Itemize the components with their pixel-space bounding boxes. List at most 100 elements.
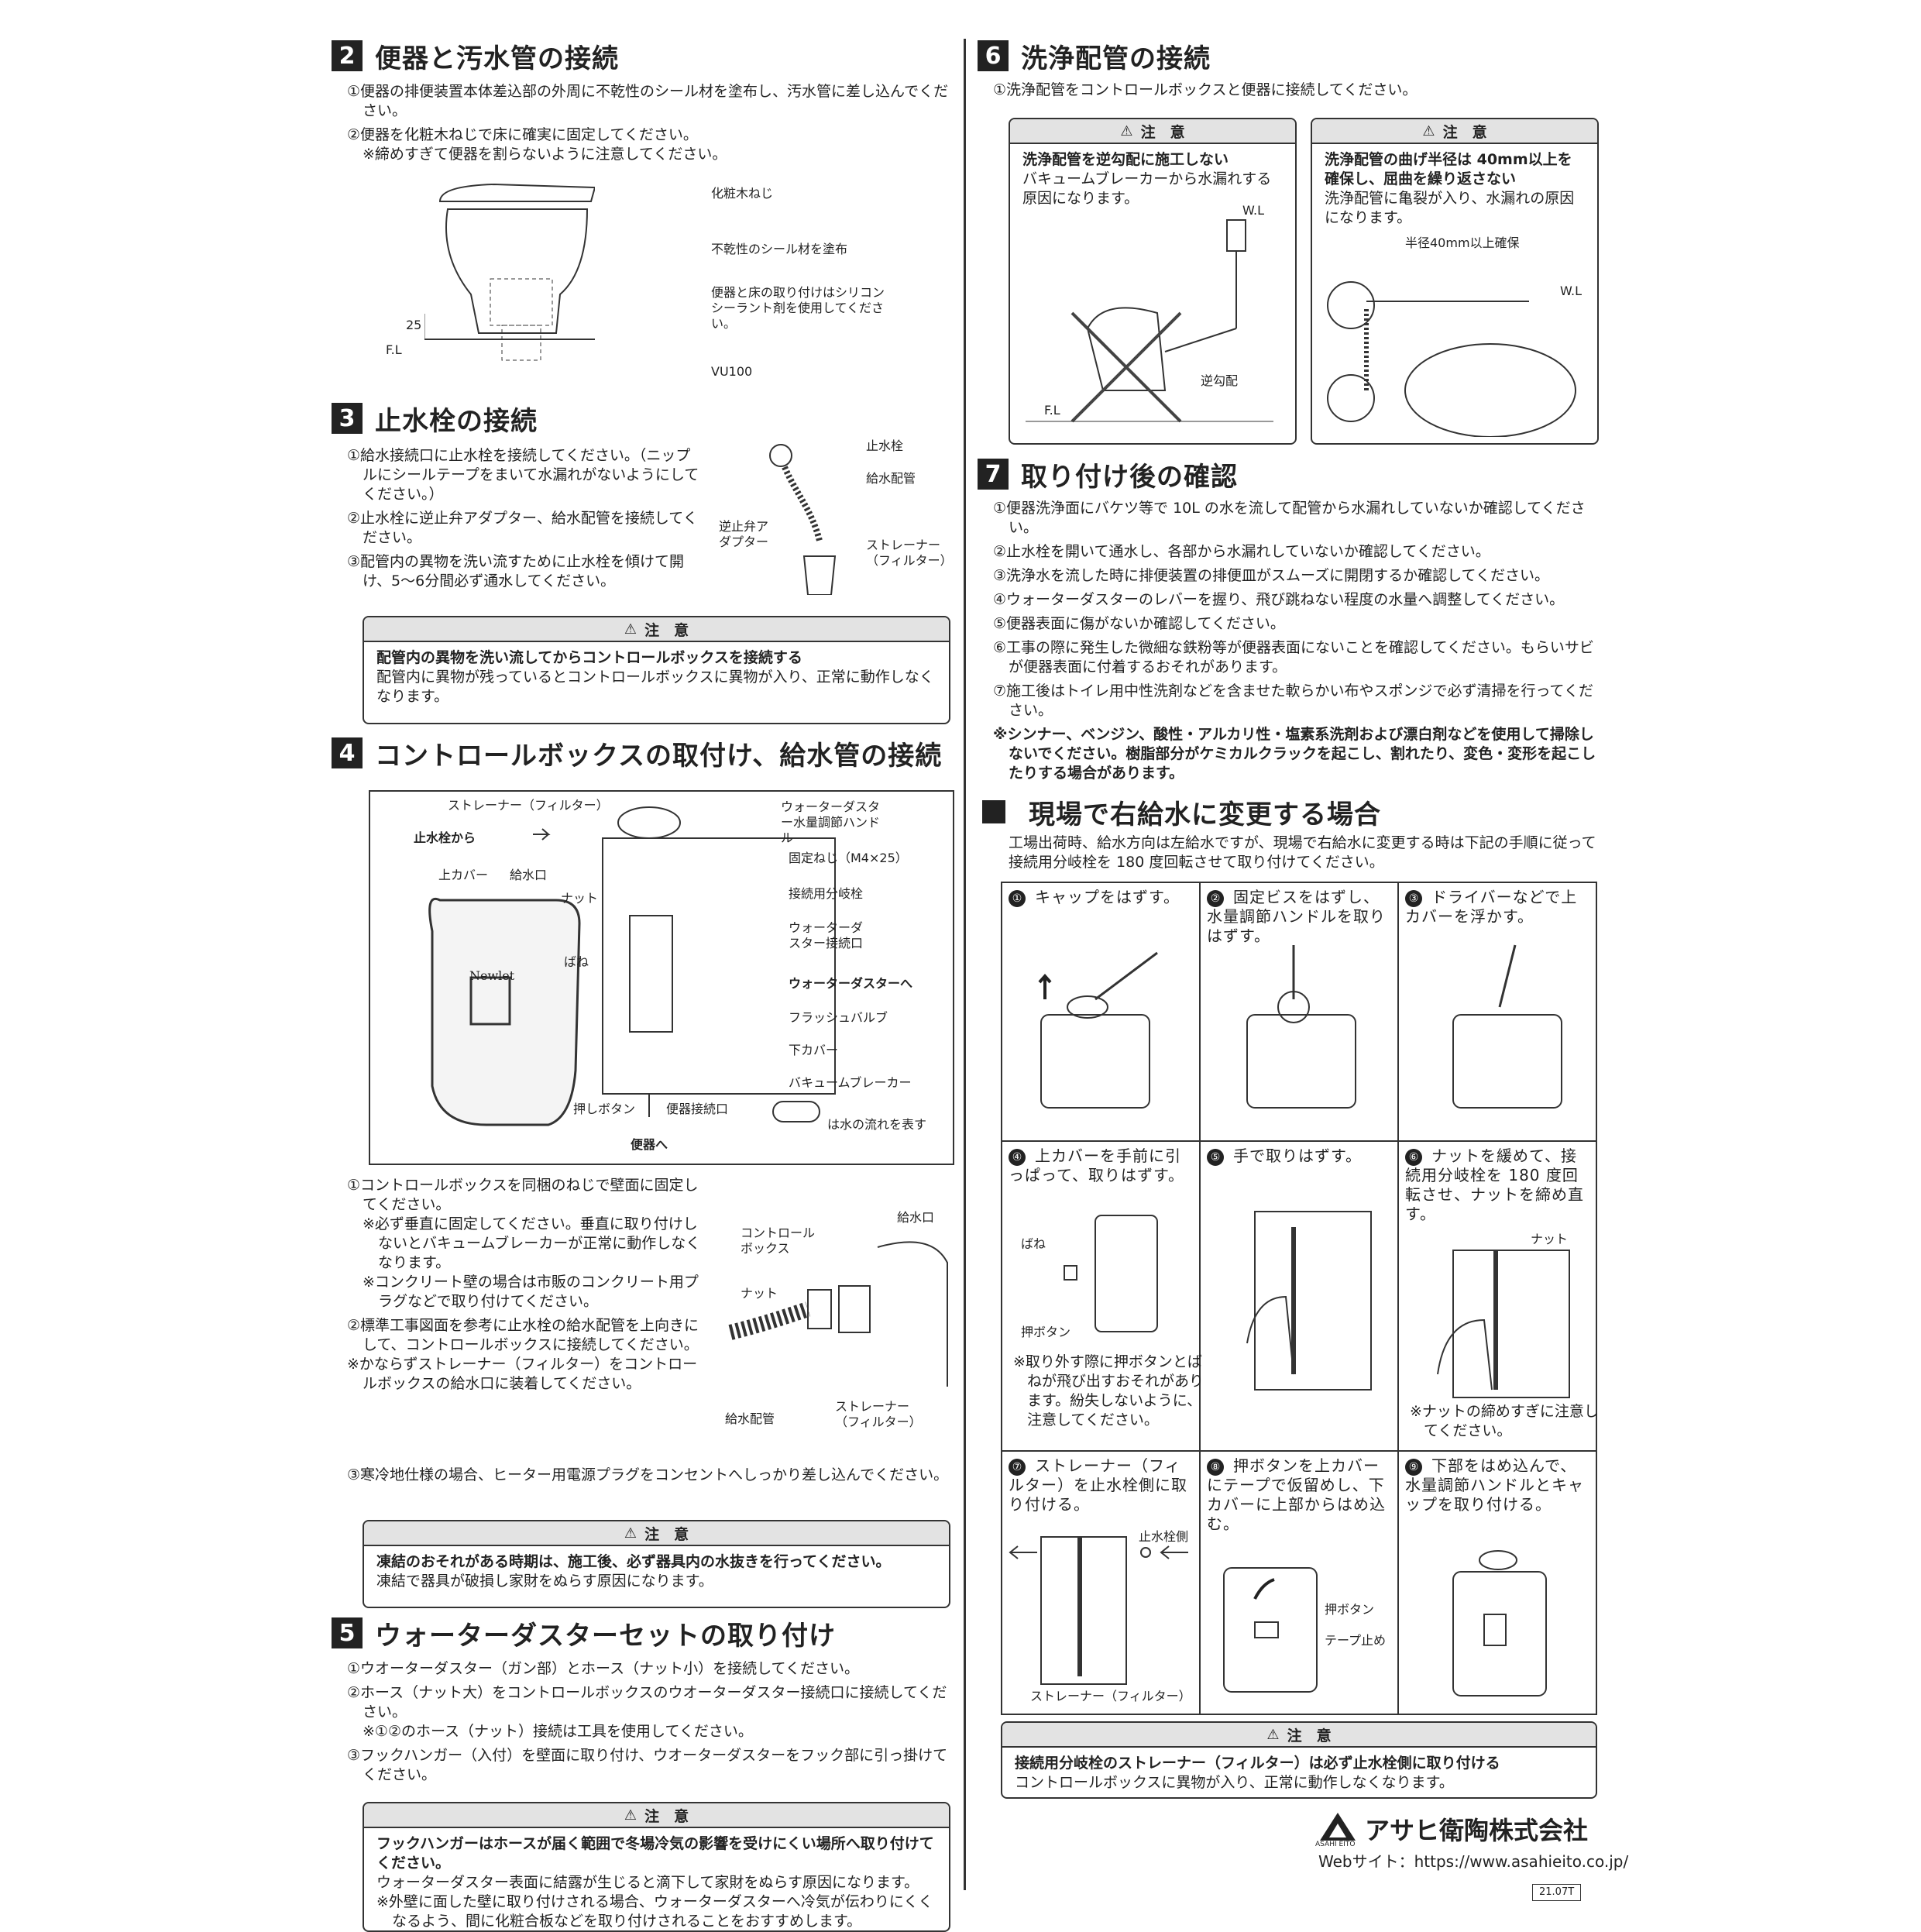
- caution-text: コントロールボックスに異物が入り、正常に動作しなくなります。: [1015, 1774, 1454, 1791]
- label-strainer: ストレーナー（フィルター）: [448, 798, 609, 813]
- step-text: ③フックハンガー（入付）を壁面に取り付け、ウオーターダスターをフック部に引っ掛け…: [347, 1747, 948, 1783]
- section-title: 洗浄配管の接続: [1021, 43, 1211, 74]
- label-duster-handle: ウォーターダスター水量調節ハンドル: [781, 799, 881, 845]
- section-bullet: [982, 800, 1005, 823]
- caution-bold: フックハンガーはホースが届く範囲で冬場冷気の影響を受けにくい場所へ取り付けてくだ…: [376, 1835, 934, 1872]
- warning-icon: ⚠: [624, 1807, 637, 1824]
- intro-text: 工場出荷時、給水方向は左給水ですが、現場で右給水に変更する時は下記の手順に従って…: [1009, 834, 1596, 871]
- caution-bold: 洗浄配管の曲げ半径は 40mm以上を確保し、屈曲を繰り返さない: [1325, 151, 1572, 187]
- logo-subtext: ASAHI EITO: [1315, 1841, 1356, 1848]
- warning-icon: ⚠: [1266, 1726, 1280, 1743]
- caution-text: 洗浄配管に亀裂が入り、水漏れの原因になります。: [1325, 190, 1575, 226]
- warning-icon: ⚠: [624, 621, 637, 638]
- section-title: 現場で右給水に変更する場合: [1029, 799, 1381, 830]
- section-number: 5: [332, 1617, 363, 1648]
- label-tape: テープ止め: [1325, 1633, 1387, 1648]
- caution-text: ウォーターダスター表面に結露が生じると滴下して家財をぬらす原因になります。: [376, 1874, 919, 1891]
- label-adapter: 逆止弁アダプター: [719, 519, 769, 549]
- step-text: ③配管内の異物を洗い流すために止水栓を傾けて開け、5～6分間必ず通水してください…: [347, 553, 685, 590]
- caution-text: 凍結で器具が破損し家財をぬらす原因になります。: [376, 1573, 713, 1590]
- step-text: ⑥工事の際に発生した微細な鉄粉等が便器表面にないことを確認してください。もらいサ…: [993, 639, 1594, 676]
- step-text: ①ウオーターダスター（ガン部）とホース（ナット小）を接続してください。: [347, 1660, 859, 1677]
- step-text: ②標準工事図面を参考に止水栓の給水配管を上向きにして、コントロールボックスに接続…: [347, 1317, 699, 1353]
- valve-diagram: [769, 444, 837, 595]
- section-title: ウォーターダスターセットの取り付け: [375, 1620, 836, 1652]
- step-text: ③洗浄水を流した時に排便装置の排便皿がスムーズに開閉するか確認してください。: [993, 567, 1549, 584]
- caution-text: バキュームブレーカーから水漏れする原因になります。: [1022, 170, 1272, 207]
- step-text: ②ホース（ナット大）をコントロールボックスのウオーターダスター接続口に接続してく…: [347, 1684, 947, 1721]
- section-title: コントロールボックスの取付け、給水管の接続: [375, 740, 943, 772]
- section-5: 5 ウォーターダスターセットの取り付け ①ウオーターダスター（ガン部）とホース（…: [332, 1616, 951, 1785]
- caution-note: ※外壁に面した壁に取り付けされる場合、ウォーターダスターへ冷気が伝わりにくくなる…: [376, 1893, 933, 1930]
- section-6: 6 洗浄配管の接続 ①洗浄配管をコントロールボックスと便器に接続してください。: [978, 39, 1603, 100]
- step-text: ①便器の排便装置本体差込部の外周に不乾性のシール材を塗布し、汚水管に差し込んでく…: [347, 83, 949, 119]
- caution-bold: 接続用分岐栓のストレーナー（フィルター）は必ず止水栓側に取り付ける: [1015, 1755, 1500, 1772]
- label-flow-legend: は水の流れを表す: [827, 1117, 927, 1132]
- label-fix-screw: 固定ねじ（M4×25）: [789, 851, 908, 865]
- label-breaker: バキュームブレーカー: [789, 1075, 912, 1090]
- step-text: ①洗浄配管をコントロールボックスと便器に接続してください。: [993, 81, 1418, 98]
- note-text: ※①②のホース（ナット）接続は工具を使用してください。: [363, 1723, 753, 1740]
- caution-bold: 洗浄配管を逆勾配に施工しない: [1022, 151, 1229, 168]
- step-text: ③寒冷地仕様の場合、ヒーター用電源プラグをコンセントへしっかり差し込んでください…: [347, 1466, 949, 1483]
- caution-text: 配管内に異物が残っているとコントロールボックスに異物が入り、正常に動作しなくなり…: [376, 669, 934, 705]
- label-push-button: 押ボタン: [1021, 1325, 1071, 1339]
- brand-logo: Newlet: [469, 968, 515, 983]
- label-strainer: ストレーナー（フィルター）: [835, 1399, 922, 1429]
- caution-bold: 凍結のおそれがある時期は、施工後、必ず器具内の水抜きを行ってください。: [376, 1553, 891, 1570]
- section-title: 取り付け後の確認: [1021, 461, 1238, 493]
- label-floor-line: F.L: [386, 342, 402, 357]
- label-duster-port: ウォーターダスター接続口: [789, 920, 864, 951]
- label-nut: ナット: [741, 1286, 778, 1301]
- label-valve-side: 止水栓側: [1139, 1529, 1189, 1544]
- label-pipe: VU100: [711, 364, 753, 379]
- label-dimension: 25: [406, 318, 422, 332]
- label-spring: ばね: [564, 954, 589, 969]
- label-strainer: ストレーナー（フィルター）: [1030, 1689, 1191, 1703]
- caution-box-s6-slope: ⚠注 意 洗浄配管を逆勾配に施工しない バキュームブレーカーから水漏れする原因に…: [1009, 118, 1297, 445]
- label-push-button: 押しボタン: [573, 1102, 636, 1116]
- label-slope: 逆勾配: [1201, 373, 1239, 388]
- label-to-duster: ウォーターダスターへ: [789, 976, 913, 991]
- label-push-button: 押ボタン: [1325, 1602, 1375, 1617]
- caution-box-s3: ⚠注 意 配管内の異物を洗い流してからコントロールボックスを接続する 配管内に異…: [363, 616, 950, 724]
- label-inlet: 給水口: [897, 1210, 935, 1225]
- section-4-steps: ①コントロールボックスを同梱のねじで壁面に固定してください。 ※必ず垂直に固定し…: [332, 1171, 703, 1394]
- section-number: 6: [978, 40, 1009, 71]
- inlet-connection-diagram: [728, 1241, 948, 1387]
- company-name: アサヒ衛陶株式会社: [1365, 1816, 1589, 1845]
- caution-box-right-feed: ⚠注 意 接続用分岐栓のストレーナー（フィルター）は必ず止水栓側に取り付ける コ…: [1001, 1721, 1597, 1799]
- note-text: ※締めすぎて便器を割らないように注意してください。: [363, 146, 727, 163]
- label-pipe: 給水配管: [866, 471, 916, 486]
- warning-icon: ⚠: [624, 1525, 637, 1542]
- label-spring: ばね: [1021, 1236, 1046, 1251]
- step-text: ②止水栓を開いて通水し、各部から水漏れしていないか確認してください。: [993, 543, 1490, 560]
- step-text: ②便器を化粧木ねじで床に確実に固定してください。: [347, 126, 698, 143]
- website-link[interactable]: Webサイト：https://www.asahieito.co.jp/: [1318, 1852, 1629, 1871]
- label-fl: F.L: [1044, 403, 1060, 418]
- label-wl: W.L: [1242, 203, 1264, 218]
- note-text: ※かならずストレーナー（フィルター）をコントロールボックスの給水口に装着してくだ…: [347, 1356, 698, 1392]
- label-inlet: 給水口: [510, 868, 548, 882]
- label-top-cover: 上カバー: [438, 868, 489, 882]
- section-right-feed: 現場で右給水に変更する場合 工場出荷時、給水方向は左給水ですが、現場で右給水に変…: [978, 795, 1603, 872]
- caution-box-s5: ⚠注 意 フックハンガーはホースが届く範囲で冬場冷気の影響を受けにくい場所へ取り…: [363, 1802, 950, 1932]
- step-text: ②止水栓に逆止弁アダプター、給水配管を接続してください。: [347, 510, 698, 546]
- toilet-drain-diagram: [424, 183, 595, 361]
- section-7: 7 取り付け後の確認 ①便器洗浄面にバケツ等で 10L の水を流して配管から水漏…: [978, 457, 1603, 783]
- section-title: 止水栓の接続: [375, 405, 538, 437]
- label-toilet-port: 便器接続口: [666, 1102, 729, 1116]
- label-wl: W.L: [1560, 284, 1582, 298]
- document-code: 21.07T: [1532, 1884, 1582, 1901]
- note-text: ※必ず垂直に固定してください。垂直に取り付けしないとバキュームブレーカーが正常に…: [363, 1215, 701, 1271]
- step-text: ①給水接続口に止水栓を接続してください。（ニップルにシールテープをまいて水漏れが…: [347, 447, 699, 503]
- step-text: ⑦施工後はトイレ用中性洗剤などを含ませた軟らかい布やスポンジで必ず清掃を行ってく…: [993, 682, 1593, 719]
- label-silicone: 便器と床の取り付けはシリコンシーラント剤を使用してください。: [711, 285, 885, 331]
- warning-icon: ⚠: [1422, 122, 1435, 139]
- section-4: 4 コントロールボックスの取付け、給水管の接続: [332, 736, 951, 772]
